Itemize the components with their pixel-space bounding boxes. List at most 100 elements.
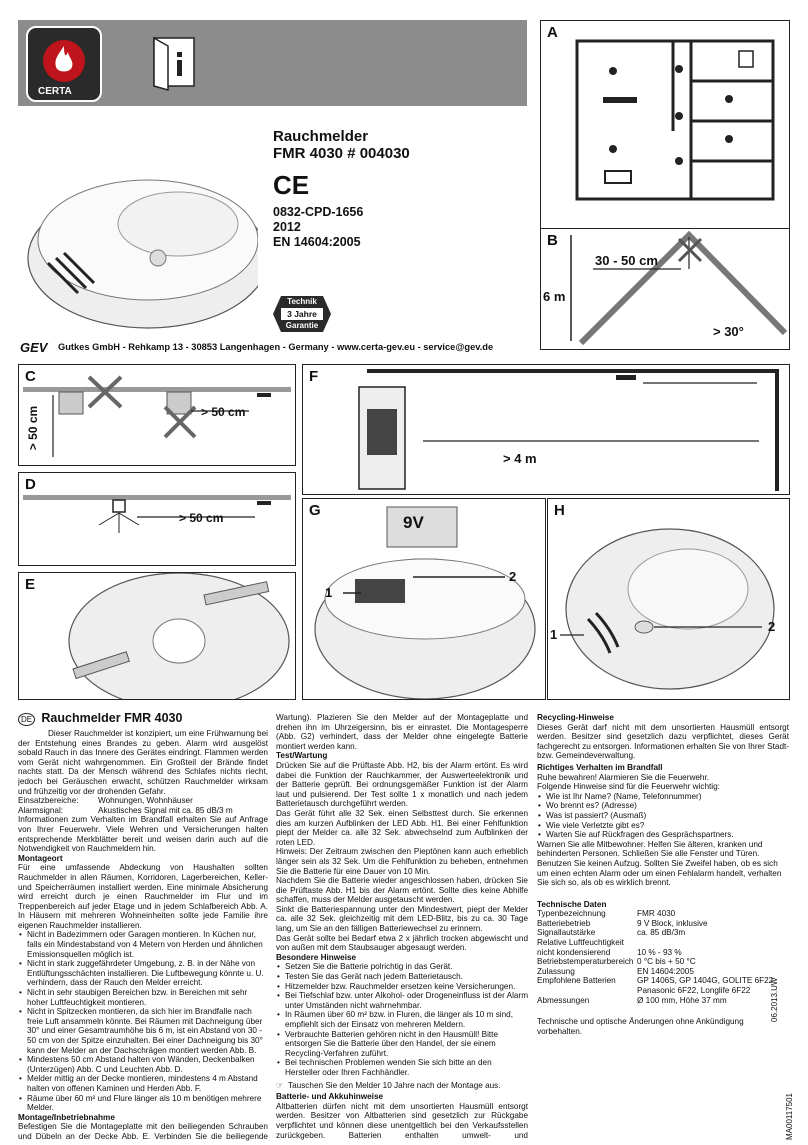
panel-f-letter: F — [309, 368, 319, 385]
company-logo: GEV — [20, 340, 48, 355]
spec-value: FMR 4030 — [637, 909, 676, 919]
battery-label: 9V — [403, 513, 424, 532]
fire-questions-list: Wie ist Ihr Name? (Name, Telefonnummer) … — [537, 792, 789, 840]
recycling-text: Dieses Gerät darf nicht mit dem unsortie… — [537, 722, 789, 761]
list-item: Mindestens 50 cm Abstand halten von Wänd… — [19, 1055, 268, 1074]
logo-text: CERTA — [38, 86, 72, 97]
spec-key: Relative Luftfeuchtigkeit — [537, 938, 624, 948]
panel-f-distance: > 4 m — [503, 451, 537, 466]
panel-b: B 30 - 50 cm 6 m > 30° — [540, 228, 790, 350]
replace-text: Tauschen Sie den Melder 10 Jahre nach de… — [288, 1080, 501, 1090]
panel-c-letter: C — [25, 368, 36, 385]
spec-value: GP 1406S, GP 1404G, GOLITE 6F22 — [637, 976, 774, 986]
spec-key: Empfohlene Batterien — [537, 976, 616, 986]
besondere-title: Besondere Hinweise — [276, 952, 357, 962]
panel-b-angle: > 30° — [713, 324, 744, 339]
alarm-row: Alarmsignal:Akustisches Signal mit ca. 8… — [18, 806, 268, 816]
panel-d-letter: D — [25, 476, 36, 493]
spec-value: ca. 85 dB/3m — [637, 928, 686, 938]
montageort-list: Nicht in Badezimmern oder Garagen montie… — [18, 930, 268, 1112]
fire-icon — [43, 40, 85, 82]
section-title: Rauchmelder FMR 4030 — [41, 713, 183, 725]
battery-install-diagram — [314, 506, 536, 699]
table-row: Empfohlene Batterien GP 1406S, GP 1404G, … — [537, 976, 773, 986]
table-row: Zulassung EN 14604:2005 — [537, 967, 773, 977]
table-row: Panasonic 6F22, Longlife 6F22 — [537, 986, 773, 996]
lamp-distance-diagram — [23, 495, 291, 533]
spec-key: Zulassung — [537, 966, 575, 976]
alarm-label: Alarmsignal: — [18, 805, 64, 815]
list-item: Nicht in sehr staubigen Bereichen bzw. i… — [19, 988, 268, 1007]
spec-key: Batteriebetrieb — [537, 918, 591, 928]
brand-line-1: Ruhe bewahren! Alarmieren Sie die Feuerw… — [537, 772, 710, 782]
panel-h-num-2: 2 — [768, 619, 776, 634]
hand-icon: ☞ — [276, 1080, 284, 1090]
spec-key: nicht kondensierend — [537, 947, 611, 957]
mounting-plate-diagram — [68, 573, 290, 699]
panel-h-letter: H — [554, 502, 565, 519]
besondere-list: Setzen Sie die Batterie polrichtig in da… — [276, 962, 528, 1077]
cert-norm: EN 14604:2005 — [273, 235, 361, 249]
list-item: Nicht in Badezimmern oder Garagen montie… — [19, 930, 268, 959]
panel-g-num-1: 1 — [325, 585, 333, 600]
ceiling-beam-diagram — [23, 375, 291, 457]
panel-b-distance: 30 - 50 cm — [595, 253, 658, 268]
spec-key — [537, 986, 637, 996]
info-manual-icon — [146, 32, 198, 92]
usage-row: Einsatzbereiche: Wohnungen, Wohnhäuser — [18, 796, 268, 806]
spec-key: Abmessungen — [537, 995, 590, 1005]
panel-g-num-2: 2 — [509, 569, 517, 584]
list-item: In Räumen über 60 m² bzw. in Fluren, die… — [277, 1010, 528, 1029]
list-item: Hitzemelder bzw. Rauchmelder ersetzen ke… — [277, 982, 528, 992]
warranty-badge: Technik 3 Jahre Garantie — [273, 296, 331, 332]
panel-d: D > 50 cm — [18, 472, 296, 566]
test-button-diagram — [560, 528, 775, 690]
spec-value: EN 14604:2005 — [637, 966, 694, 976]
panel-b-letter: B — [547, 232, 558, 249]
spec-key: Betriebstemperaturbereich — [537, 957, 634, 967]
spec-value: 9 V Block, inklusive — [637, 918, 708, 928]
list-item: Testen Sie das Gerät nach jedem Batterie… — [277, 972, 528, 982]
badge-line-1: Technik — [287, 297, 317, 306]
table-row: Signallautstärke ca. 85 dB/3m — [537, 928, 773, 938]
panel-a-letter: A — [547, 24, 558, 41]
montage-text: Befestigen Sie die Montageplatte mit den… — [18, 1122, 268, 1141]
replace-row: ☞ Tauschen Sie den Melder 10 Jahre nach d… — [276, 1081, 528, 1091]
col2-intro: Wartung). Plazieren Sie den Melder auf d… — [276, 713, 528, 751]
selftest-text: Das Gerät führt alle 32 Sek. einen Selbs… — [276, 808, 528, 847]
spec-key: Signallautstärke — [537, 928, 596, 938]
list-item: Nicht in Spitzecken montieren, da sich h… — [19, 1007, 268, 1055]
language-badge: DE — [18, 713, 36, 726]
company-address: Gutkes GmbH - Rehkamp 13 - 30853 Langenh… — [58, 342, 494, 352]
product-number: FMR 4030 # 004030 — [273, 145, 410, 162]
date-code: 06.2013.UW — [770, 977, 779, 1022]
panel-e-letter: E — [25, 576, 36, 593]
tech-title: Technische Daten — [537, 899, 607, 909]
list-item: Verbrauchte Batterien gehören nicht in d… — [277, 1030, 528, 1059]
spec-value: 0 °C bis + 50 °C — [637, 957, 696, 967]
brand-title: Richtiges Verhalten im Brandfall — [537, 762, 663, 772]
panel-c: C > 50 cm > 50 cm — [18, 364, 296, 466]
montageort-text: Für eine umfassende Abdeckung von Hausha… — [18, 863, 268, 930]
list-item: Wo brennt es? (Adresse) — [538, 801, 789, 811]
recycling-title: Recycling-Hinweise — [537, 713, 614, 722]
usage-label: Einsatzbereiche: — [18, 796, 79, 806]
brand-line-2: Folgende Hinweise sind für die Feuerwehr… — [537, 782, 720, 792]
badge-line-2: 3 Jahre — [287, 309, 317, 319]
list-item: Bei Tiefschlaf bzw. unter Alkohol- oder … — [277, 991, 528, 1010]
list-item: Was ist passiert? (Ausmaß) — [538, 811, 789, 821]
panel-g: G 9V 1 2 — [302, 498, 546, 700]
spec-value: Ø 100 mm, Höhe 37 mm — [637, 995, 727, 1005]
montage-title: Montage/Inbetriebnahme — [18, 1112, 115, 1122]
info-text: Informationen zum Verhalten im Brandfall… — [18, 815, 268, 854]
text-column-2: Wartung). Plazieren Sie den Melder auf d… — [276, 713, 528, 1141]
panel-b-height: 6 m — [543, 289, 566, 304]
badge-line-3: Garantie — [285, 321, 319, 330]
usage-value: Wohnungen, Wohnhäuser — [98, 796, 193, 806]
smoke-detector-illustration — [18, 128, 269, 333]
list-item: Räume über 60 m² und Flure länger als 10… — [19, 1094, 268, 1113]
cert-year: 2012 — [273, 220, 301, 234]
